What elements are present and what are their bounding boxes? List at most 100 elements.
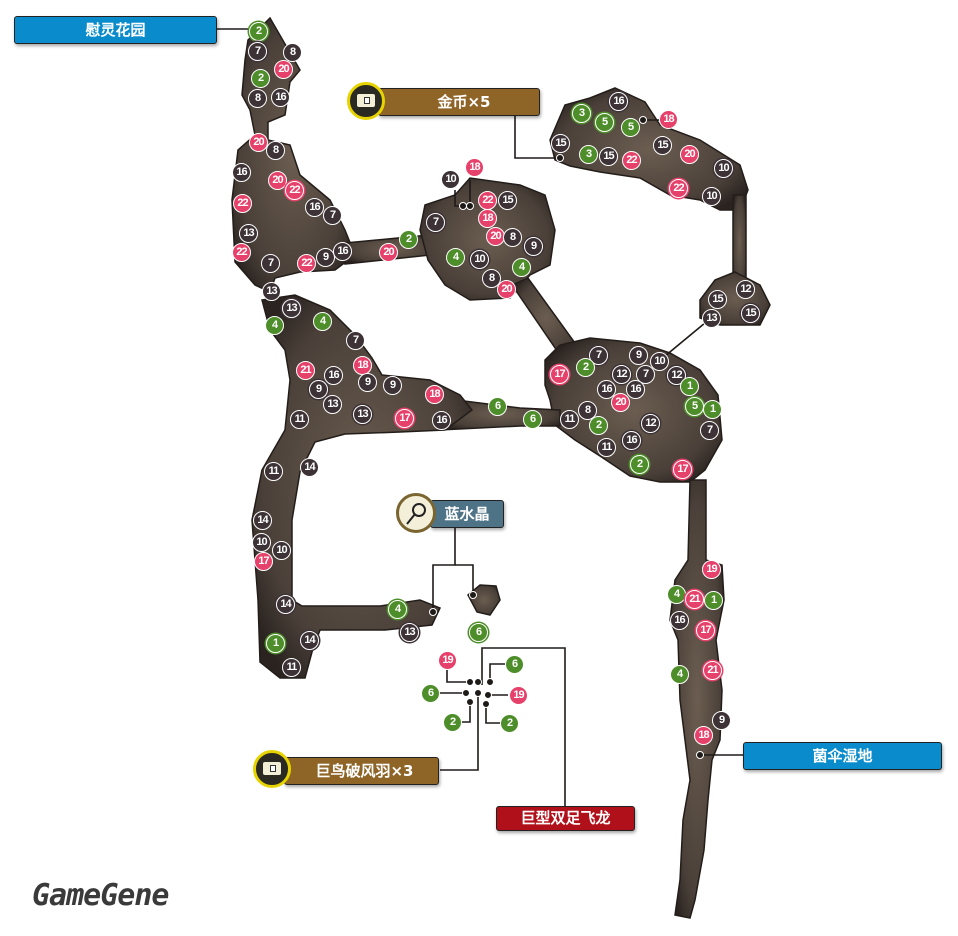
monster-marker-pink[interactable]: 18 [425, 385, 444, 404]
monster-marker-green[interactable]: 4 [667, 585, 686, 604]
area-label-west-garden[interactable]: 慰灵花园 [14, 16, 217, 44]
monster-marker-pink[interactable]: 19 [509, 686, 528, 705]
monster-marker-green[interactable]: 6 [523, 410, 542, 429]
monster-marker-dark[interactable]: 14 [253, 511, 272, 530]
monster-marker-green[interactable]: 2 [399, 230, 418, 249]
monster-marker-pink[interactable]: 18 [478, 209, 497, 228]
monster-marker-dark[interactable]: 11 [597, 438, 616, 457]
monster-marker-dark[interactable]: 15 [498, 191, 517, 210]
item-label-gold-coin[interactable]: 金币×5 [378, 88, 540, 116]
monster-marker-pink[interactable]: 21 [296, 361, 315, 380]
monster-marker-dark[interactable]: 11 [264, 462, 283, 481]
monster-marker-dark[interactable]: 9 [524, 237, 543, 256]
boss-label[interactable]: 巨型双足飞龙 [496, 806, 635, 831]
monster-marker-dark[interactable]: 15 [653, 136, 672, 155]
monster-marker-green[interactable]: 2 [630, 455, 649, 474]
monster-marker-green[interactable]: 6 [488, 397, 507, 416]
monster-marker-dark[interactable]: 13 [262, 282, 281, 301]
monster-marker-green[interactable]: 2 [576, 358, 595, 377]
monster-marker-green[interactable]: 4 [265, 316, 284, 335]
monster-marker-pink[interactable]: 21 [685, 590, 704, 609]
item-label-feather[interactable]: 巨鸟破风羽×3 [284, 757, 439, 785]
monster-marker-green[interactable]: 3 [572, 104, 591, 123]
monster-marker-dark[interactable]: 16 [305, 198, 324, 217]
monster-marker-dark[interactable]: 16 [324, 366, 343, 385]
monster-marker-dark[interactable]: 13 [239, 224, 258, 243]
monster-marker-pink[interactable]: 22 [285, 181, 304, 200]
monster-marker-dark[interactable]: 16 [432, 411, 451, 430]
monster-marker-dark[interactable]: 12 [612, 365, 631, 384]
area-label-mushroom-wetland[interactable]: 菌伞湿地 [743, 742, 942, 770]
monster-marker-dark[interactable]: 11 [282, 658, 301, 677]
monster-marker-green[interactable]: 4 [313, 312, 332, 331]
monster-marker-dark[interactable]: 9 [383, 376, 402, 395]
monster-marker-dark[interactable]: 16 [232, 163, 251, 182]
monster-marker-pink[interactable]: 20 [268, 171, 287, 190]
monster-marker-pink[interactable]: 19 [702, 560, 721, 579]
monster-marker-dark[interactable]: 14 [300, 631, 319, 650]
monster-marker-green[interactable]: 2 [249, 22, 268, 41]
monster-marker-green[interactable]: 2 [251, 69, 270, 88]
monster-marker-dark[interactable]: 8 [482, 269, 501, 288]
monster-marker-dark[interactable]: 8 [248, 89, 267, 108]
monster-marker-pink[interactable]: 20 [680, 145, 699, 164]
monster-marker-pink[interactable]: 18 [465, 158, 484, 177]
monster-marker-green[interactable]: 4 [512, 258, 531, 277]
monster-marker-dark[interactable]: 8 [266, 141, 285, 160]
monster-marker-pink[interactable]: 17 [254, 552, 273, 571]
monster-marker-green[interactable]: 5 [621, 118, 640, 137]
monster-marker-dark[interactable]: 8 [578, 401, 597, 420]
monster-marker-dark[interactable]: 10 [714, 159, 733, 178]
monster-marker-green[interactable]: 2 [500, 714, 519, 733]
monster-marker-dark[interactable]: 11 [560, 410, 579, 429]
monster-marker-dark[interactable]: 13 [702, 309, 721, 328]
monster-marker-dark[interactable]: 9 [309, 380, 328, 399]
monster-marker-pink[interactable]: 20 [379, 243, 398, 262]
monster-marker-dark[interactable]: 8 [503, 228, 522, 247]
monster-marker-dark[interactable]: 9 [712, 711, 731, 730]
monster-marker-dark[interactable]: 10 [650, 352, 669, 371]
monster-marker-green[interactable]: 1 [703, 400, 722, 419]
monster-marker-green[interactable]: 1 [266, 634, 285, 653]
monster-marker-dark[interactable]: 16 [670, 611, 689, 630]
monster-marker-green[interactable]: 2 [443, 713, 462, 732]
monster-marker-dark[interactable]: 10 [702, 187, 721, 206]
monster-marker-pink[interactable]: 20 [249, 133, 268, 152]
monster-marker-pink[interactable]: 22 [297, 254, 316, 273]
monster-marker-dark[interactable]: 15 [551, 134, 570, 153]
monster-marker-dark[interactable]: 7 [426, 213, 445, 232]
monster-marker-pink[interactable]: 20 [274, 60, 293, 79]
monster-marker-dark[interactable]: 7 [589, 346, 608, 365]
monster-marker-pink[interactable]: 22 [478, 191, 497, 210]
monster-marker-dark[interactable]: 12 [641, 414, 660, 433]
monster-marker-dark[interactable]: 8 [283, 43, 302, 62]
monster-marker-pink[interactable]: 22 [669, 179, 688, 198]
monster-marker-green[interactable]: 6 [469, 623, 488, 642]
monster-marker-dark[interactable]: 13 [323, 395, 342, 414]
monster-marker-dark[interactable]: 9 [629, 346, 648, 365]
monster-marker-dark[interactable]: 13 [282, 299, 301, 318]
monster-marker-pink[interactable]: 22 [622, 151, 641, 170]
monster-marker-dark[interactable]: 7 [636, 365, 655, 384]
monster-marker-green[interactable]: 4 [446, 248, 465, 267]
monster-marker-green[interactable]: 5 [685, 397, 704, 416]
monster-marker-dark[interactable]: 16 [609, 92, 628, 111]
item-label-blue-crystal[interactable]: 蓝水晶 [430, 500, 504, 528]
monster-marker-pink[interactable]: 18 [353, 356, 372, 375]
monster-marker-green[interactable]: 5 [595, 113, 614, 132]
monster-marker-pink[interactable]: 19 [438, 651, 457, 670]
monster-marker-dark[interactable]: 16 [626, 380, 645, 399]
monster-marker-dark[interactable]: 14 [276, 595, 295, 614]
monster-marker-green[interactable]: 3 [579, 145, 598, 164]
monster-marker-pink[interactable]: 18 [659, 110, 678, 129]
monster-marker-pink[interactable]: 21 [703, 661, 722, 680]
monster-marker-dark[interactable]: 13 [353, 405, 372, 424]
monster-marker-green[interactable]: 4 [670, 665, 689, 684]
monster-marker-dark[interactable]: 13 [400, 623, 419, 642]
monster-marker-dark[interactable]: 10 [252, 533, 271, 552]
monster-marker-pink[interactable]: 18 [694, 726, 713, 745]
monster-marker-dark[interactable]: 15 [741, 304, 760, 323]
monster-marker-dark[interactable]: 16 [271, 88, 290, 107]
monster-marker-dark[interactable]: 7 [346, 331, 365, 350]
monster-marker-dark[interactable]: 10 [470, 250, 489, 269]
